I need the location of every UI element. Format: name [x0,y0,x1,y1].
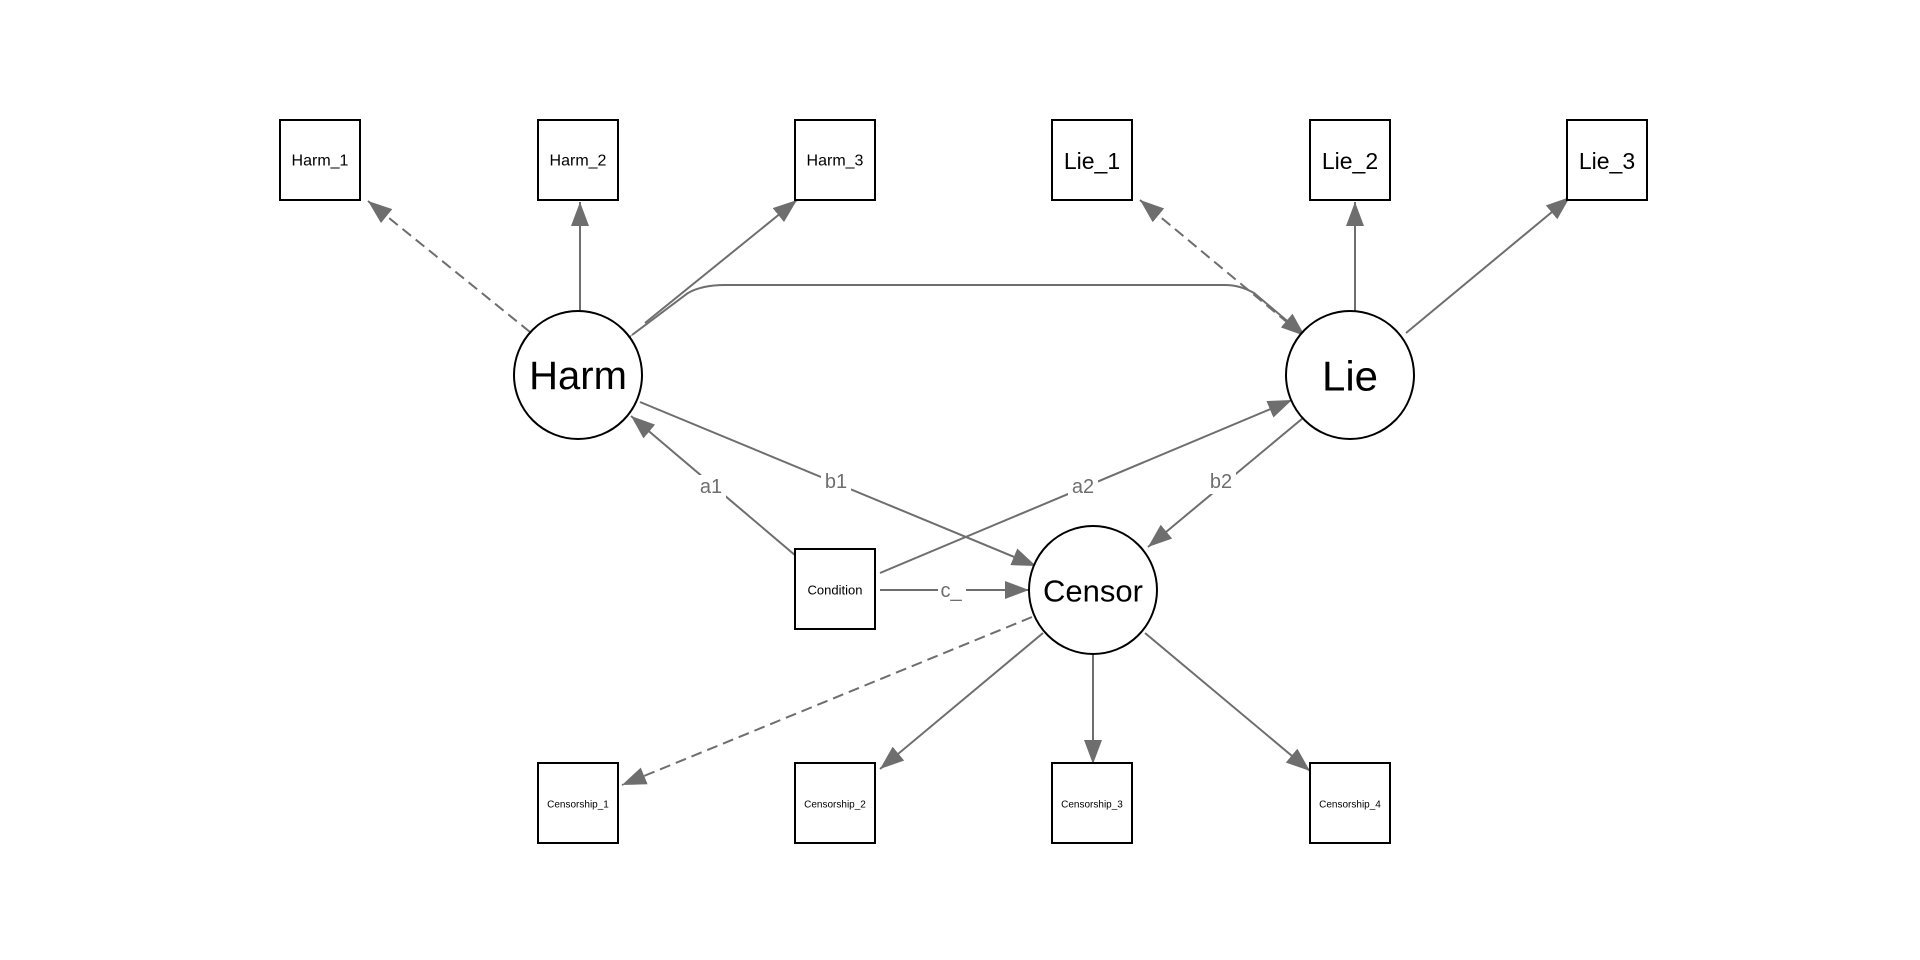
edge-censor-censorship4 [1144,632,1311,772]
edge-censor-censorship1 [621,616,1033,786]
node-censorship-1: Censorship_1 [537,762,619,844]
node-condition: Condition [794,548,876,630]
svg-text:Harm_3: Harm_3 [807,153,864,170]
node-censorship-4: Censorship_4 [1309,762,1391,844]
node-harm-3: Harm_3 [794,119,876,201]
node-lie-2: Lie_2 [1309,119,1391,201]
edge-lie-lie3 [1405,196,1571,334]
node-lie: Lie [1285,310,1415,440]
svg-text:Censorship_4: Censorship_4 [1319,800,1381,811]
svg-text:Censor: Censor [1043,574,1143,609]
node-lie-3: Lie_3 [1566,119,1648,201]
svg-text:Harm_1: Harm_1 [292,153,349,170]
edge-label-b1: b1 [825,471,847,493]
node-censorship-2: Censorship_2 [794,762,876,844]
svg-text:Censorship_2: Censorship_2 [804,800,866,811]
edge-harm-harm1 [367,200,531,333]
svg-text:Lie_1: Lie_1 [1064,148,1120,174]
svg-text:Harm: Harm [529,354,627,398]
edge-label-a2: a2 [1072,476,1094,498]
edge-label-a1: a1 [700,476,722,498]
svg-text:Lie_3: Lie_3 [1579,148,1635,174]
node-lie-1: Lie_1 [1051,119,1133,201]
edge-label-c: c_ [940,580,962,602]
edge-label-b2: b2 [1210,471,1232,493]
edge-harm-harm3 [644,199,798,324]
node-harm-2: Harm_2 [537,119,619,201]
node-harm: Harm [513,310,643,440]
svg-text:Censorship_3: Censorship_3 [1061,800,1123,811]
edge-censor-censorship2 [879,632,1044,770]
edge-lie-lie1 [1139,199,1289,324]
svg-text:Lie_2: Lie_2 [1322,148,1378,174]
svg-text:Censorship_1: Censorship_1 [547,800,609,811]
edge-harm-lie-covariance [607,284,1306,357]
svg-text:Harm_2: Harm_2 [550,153,607,170]
svg-text:Lie: Lie [1322,353,1378,400]
node-censor: Censor [1028,525,1158,655]
node-harm-1: Harm_1 [279,119,361,201]
node-censorship-3: Censorship_3 [1051,762,1133,844]
svg-text:Condition: Condition [808,583,863,598]
